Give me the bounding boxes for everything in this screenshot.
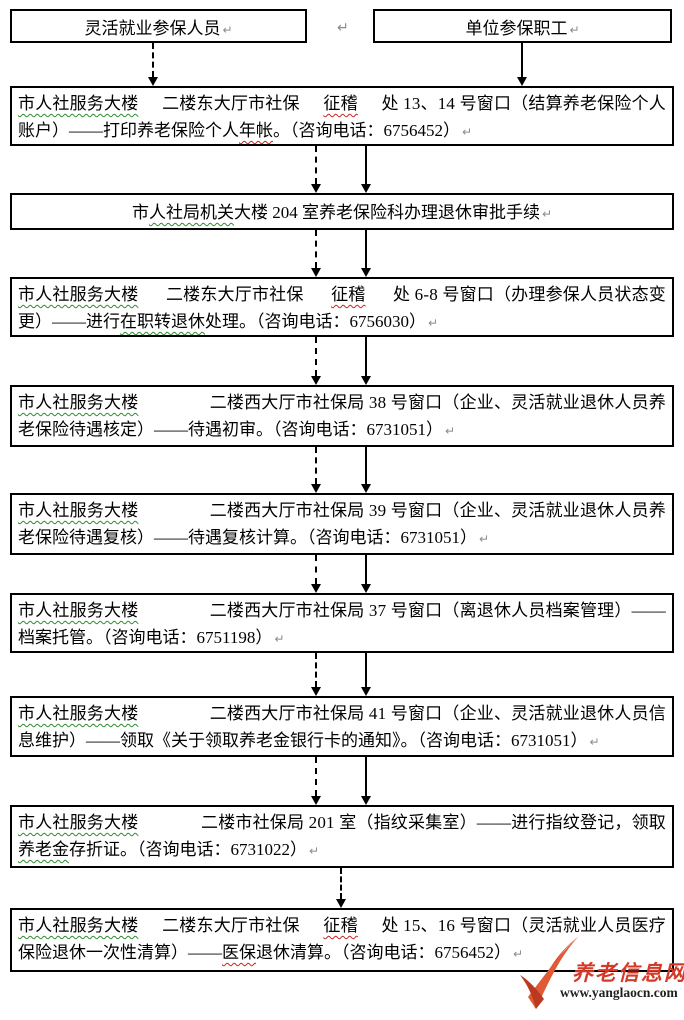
solid-arrow-step7-to-step8	[361, 757, 371, 805]
text-segment: 更）——进行	[18, 312, 120, 331]
text-segment: 二楼东大厅市社保	[165, 285, 304, 304]
text-segment: 二楼西大厅市社保局 38 号窗口（企业、灵活就业退休人员养	[209, 393, 666, 412]
text-segment: 灵活就业参保人员	[84, 18, 221, 38]
flow-step-7-window-41: 市人社服务大楼 二楼西大厅市社保局 41 号窗口（企业、灵活就业退休人员信息维护）…	[10, 696, 674, 757]
solid-arrow-step5-to-step6	[361, 555, 371, 593]
flow-step-1-window-13-14: 市人社服务大楼 二楼东大厅市社保 征稽 处 13、14 号窗口（结算养老保险个人账户）…	[10, 86, 674, 146]
return-mark: ↵	[569, 22, 580, 37]
text-segment: 退休清算。（咨询电话：6756452）	[256, 943, 511, 962]
flow-step-6-window-37: 市人社服务大楼 二楼西大厅市社保局 37 号窗口（离退休人员档案管理）—— 档案托管…	[10, 593, 674, 653]
text-segment: 保险退休一次性清算）——	[18, 943, 222, 962]
return-mark: ↵	[274, 632, 285, 646]
text-segment: 市	[131, 203, 149, 222]
return-mark: ↵	[513, 947, 524, 961]
text-segment: 市人社服务大楼	[18, 813, 139, 832]
dashed-arrow-step8-to-step9	[336, 868, 346, 908]
flow-step-2-room-204: 市人社局机关大楼 204 室养老保险科办理退休审批手续↵	[10, 193, 674, 230]
return-mark: ↵	[309, 844, 320, 858]
text-segment: 市人社服务大楼	[18, 94, 139, 113]
text-segment: 老保险待遇复核）——待遇复核计算。（咨询电话：6731051）	[18, 528, 477, 547]
solid-arrow-step2-to-step3	[361, 230, 371, 277]
text-segment: 二楼市社保局 201 室（指纹采集室）——进行指纹登记，领取	[201, 813, 666, 832]
text-segment: 存折证。（咨询电话：6731022）	[69, 840, 307, 859]
text-segment: 年帐	[239, 121, 273, 140]
text-segment: 处 6-8 号窗口（办理参保人员状态变	[393, 285, 666, 304]
text-segment: 市人社服务大楼	[18, 285, 139, 304]
text-segment: 征稽	[323, 916, 358, 935]
flow-step-9-window-15-16: 市人社服务大楼 二楼东大厅市社保 征稽 处 15、16 号窗口（灵活就业人员医疗保险退…	[10, 908, 674, 972]
text-segment: 在职转退休	[120, 312, 205, 331]
solid-arrow-step6-to-step7	[361, 653, 371, 696]
watermark: 养老信息网 www.yanglaocn.com	[520, 933, 684, 1018]
solid-arrow-step3-to-step4	[361, 337, 371, 385]
entry-box-employer-insured: 单位参保职工↵	[373, 9, 672, 43]
watermark-site-name: 养老信息网	[572, 961, 684, 985]
dashed-arrow-step3-to-step4	[311, 337, 321, 385]
text-segment: 人社局机关	[148, 203, 234, 222]
text-segment: 征稽	[331, 285, 366, 304]
text-segment: 征稽	[323, 94, 358, 113]
dashed-arrow-step4-to-step5	[311, 447, 321, 493]
entry-box-flexible-employment: 灵活就业参保人员↵	[10, 9, 307, 43]
text-segment: 市人社服务大楼	[18, 393, 139, 412]
dashed-arrow-flexible-to-step1	[148, 43, 158, 86]
text-segment: 市人社服务大楼	[18, 704, 139, 723]
paragraph-return-mark: ↵	[337, 20, 349, 36]
flow-step-4-window-38: 市人社服务大楼 二楼西大厅市社保局 38 号窗口（企业、灵活就业退休人员养老保险待…	[10, 385, 674, 447]
text-segment: 二楼东大厅市社保	[162, 94, 300, 113]
text-segment: 处 13、14 号窗口（结算养老保险个人	[381, 94, 666, 113]
text-segment: 处理。（咨询电话：6756030）	[205, 312, 426, 331]
return-mark: ↵	[428, 316, 439, 330]
text-segment: 单位参保职工	[465, 18, 568, 38]
text-segment: 大楼 204 室养老保险科办理退休审批手续	[233, 203, 540, 222]
dashed-arrow-step5-to-step6	[311, 555, 321, 593]
return-mark: ↵	[222, 22, 233, 37]
solid-arrow-step1-to-step2	[361, 146, 371, 193]
return-mark: ↵	[445, 424, 456, 438]
text-segment: 市人社服务大楼	[18, 601, 139, 620]
text-segment: 处 15、16 号窗口（灵活就业人员医疗	[381, 916, 666, 935]
flow-step-8-room-201: 市人社服务大楼 二楼市社保局 201 室（指纹采集室）——进行指纹登记，领取养老金…	[10, 805, 674, 868]
text-segment: 二楼西大厅市社保局 39 号窗口（企业、灵活就业退休人员养	[209, 501, 666, 520]
return-mark: ↵	[479, 532, 490, 546]
dashed-arrow-step2-to-step3	[311, 230, 321, 277]
text-segment: 息维护）——领取《关于领取养老金银行卡的通知》。（咨询电话：6731051）	[18, 731, 588, 750]
text-segment: 医保	[222, 943, 256, 962]
dashed-arrow-step6-to-step7	[311, 653, 321, 696]
return-mark: ↵	[541, 207, 553, 221]
text-segment: 养老金	[18, 840, 69, 859]
text-segment: 市人社服务大楼	[18, 916, 139, 935]
text-segment: 二楼西大厅市社保局 41 号窗口（企业、灵活就业退休人员信	[209, 704, 666, 723]
text-segment: 二楼东大厅市社保	[162, 916, 300, 935]
flow-step-3-window-6-8: 市人社服务大楼 二楼东大厅市社保 征稽 处 6-8 号窗口（办理参保人员状态变更）——…	[10, 277, 674, 337]
solid-arrow-step4-to-step5	[361, 447, 371, 493]
solid-arrow-employer-to-step1	[517, 43, 527, 86]
text-segment: 老保险待遇核定）——待遇初审。（咨询电话：6731051）	[18, 420, 443, 439]
yanglaocn-swoosh-logo	[520, 935, 580, 1009]
dashed-arrow-step7-to-step8	[311, 757, 321, 805]
text-segment: 档案托管。（咨询电话：6751198）	[18, 628, 273, 647]
text-segment: 市人社服务大楼	[18, 501, 139, 520]
dashed-arrow-step1-to-step2	[311, 146, 321, 193]
text-segment: 。（咨询电话：6756452）	[273, 121, 460, 140]
flow-step-5-window-39: 市人社服务大楼 二楼西大厅市社保局 39 号窗口（企业、灵活就业退休人员养老保险待…	[10, 493, 674, 555]
text-segment: 账户）——打印养老保险个人	[18, 121, 239, 140]
return-mark: ↵	[589, 735, 600, 749]
watermark-site-url: www.yanglaocn.com	[560, 985, 678, 1000]
text-segment: 二楼西大厅市社保局 37 号窗口（离退休人员档案管理）——	[209, 601, 666, 620]
return-mark: ↵	[462, 125, 473, 139]
